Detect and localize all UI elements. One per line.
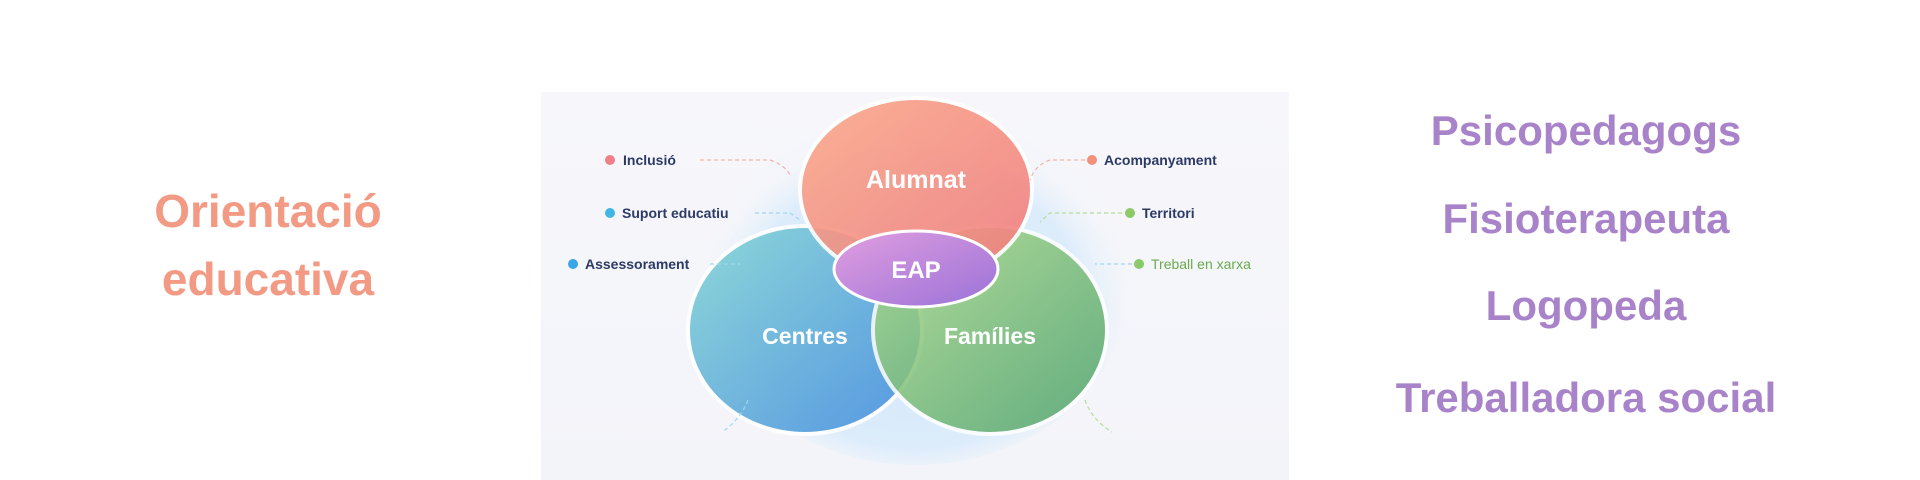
- dot-inclusio-icon: [605, 155, 615, 165]
- label-suport-educatiu: Suport educatiu: [622, 205, 729, 221]
- connector-acompanyament: [1029, 159, 1085, 181]
- dot-assessorament-icon: [568, 259, 578, 269]
- role-logopeda: Logopeda: [1485, 282, 1687, 329]
- connector-bottom-right: [1084, 399, 1113, 433]
- label-treball-en-xarxa: Treball en xarxa: [1151, 256, 1251, 272]
- label-alumnat: Alumnat: [866, 166, 967, 194]
- label-inclusio: Inclusió: [623, 152, 676, 168]
- label-acompanyament: Acompanyament: [1104, 152, 1217, 168]
- label-assessorament: Assessorament: [585, 256, 690, 272]
- title-line-2: educativa: [161, 253, 375, 305]
- role-psicopedagogs: Psicopedagogs: [1430, 107, 1742, 154]
- label-territori: Territori: [1142, 205, 1195, 221]
- connector-territori: [1039, 212, 1122, 223]
- connector-suport: [755, 212, 801, 221]
- label-families: Famílies: [944, 323, 1036, 349]
- label-centres: Centres: [762, 323, 848, 349]
- dot-xarxa-icon: [1134, 259, 1144, 269]
- role-fisioterapeuta: Fisioterapeuta: [1442, 195, 1730, 242]
- title-line-1: Orientació: [154, 185, 382, 237]
- label-eap: EAP: [891, 257, 940, 284]
- circle-eap: [832, 229, 1000, 309]
- dot-acompanyament-icon: [1087, 155, 1097, 165]
- connector-inclusio: [700, 159, 791, 176]
- connector-bottom-left: [721, 399, 749, 433]
- role-treballadora-social: Treballadora social: [1395, 374, 1777, 421]
- dot-territori-icon: [1125, 208, 1135, 218]
- dot-suport-icon: [605, 208, 615, 218]
